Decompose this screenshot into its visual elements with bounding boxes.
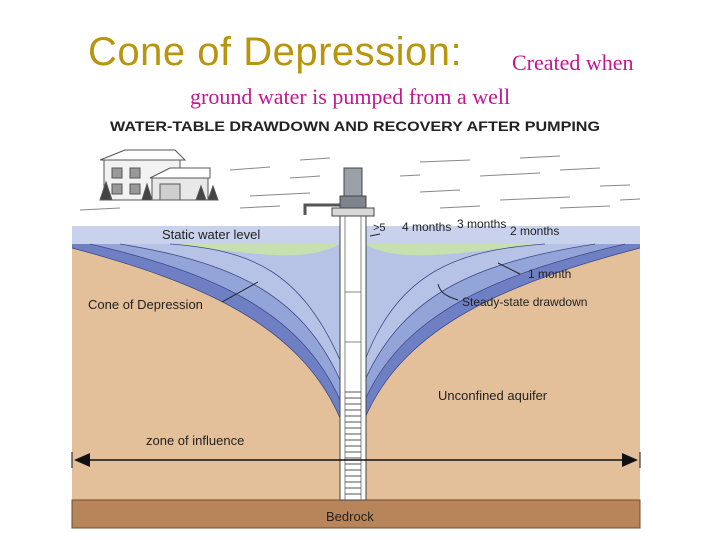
label-bedrock: Bedrock (326, 509, 374, 524)
zone-of-influence-arrow (71, 452, 641, 468)
label-3-months: 3 months (457, 217, 506, 231)
label-1-month: 1 month (528, 267, 571, 281)
label-cone-of-depression: Cone of Depression (88, 297, 203, 312)
slide-subtitle-line-1: Created when (512, 50, 634, 75)
label-pointers (221, 233, 521, 303)
diagram-header: WATER-TABLE DRAWDOWN AND RECOVERY AFTER … (110, 118, 600, 134)
label-unconfined-aquifer: Unconfined aquifer (438, 388, 548, 403)
slide-title: Cone of Depression: (88, 30, 463, 74)
well-screen (345, 391, 361, 495)
label-gt5-months: >5 (373, 222, 386, 234)
label-zone-of-influence: zone of influence (146, 433, 244, 448)
label-2-months: 2 months (510, 224, 559, 238)
label-4-months: 4 months (402, 220, 451, 234)
house-illustration (99, 149, 219, 201)
cone-layers (71, 243, 641, 419)
label-static-water-level: Static water level (162, 227, 260, 242)
label-steady-state-drawdown: Steady-state drawdown (462, 295, 587, 309)
well-casing (339, 215, 367, 501)
well-pump (303, 167, 375, 217)
slide-subtitle-line-2: ground water is pumped from a well (190, 84, 511, 109)
